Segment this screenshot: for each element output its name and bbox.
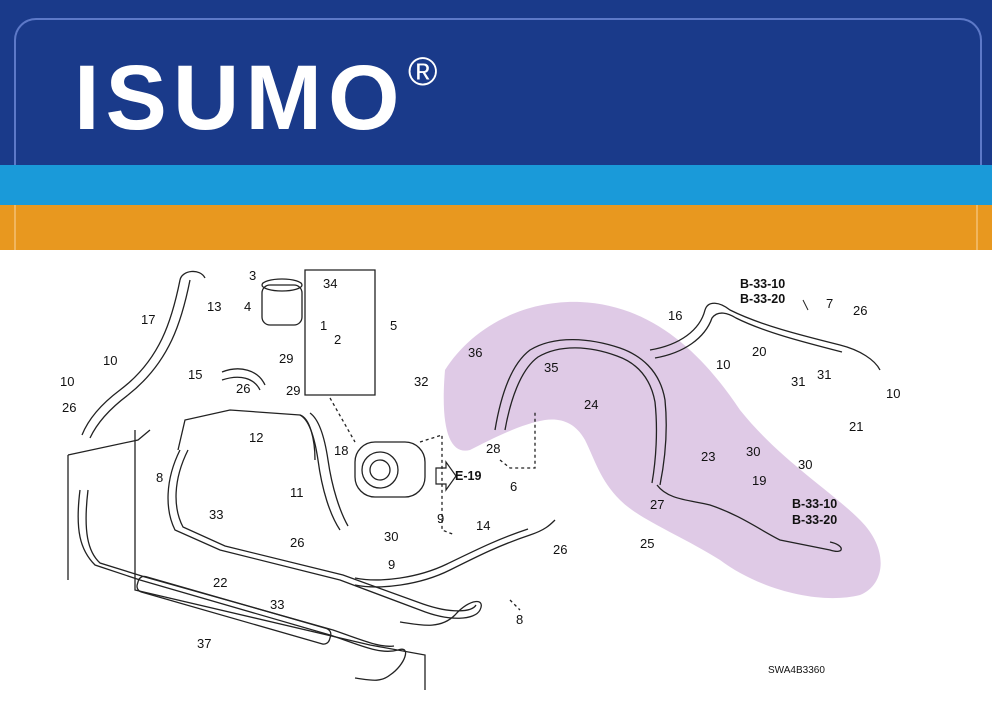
ref-pump: E-19	[455, 469, 481, 483]
callout-4: 4	[244, 299, 251, 314]
parts-diagram: 1 2 3 4 5 6 7 8 8 9 9 10 10 10 10 11 12 …	[60, 268, 900, 690]
callout-3: 3	[249, 268, 256, 283]
callout-33a: 33	[209, 507, 223, 522]
callout-5: 5	[390, 318, 397, 333]
callout-12: 12	[249, 430, 263, 445]
callout-33b: 33	[270, 597, 284, 612]
callout-27: 27	[650, 497, 664, 512]
callout-6: 6	[510, 479, 517, 494]
callout-8b: 8	[516, 612, 523, 627]
callout-24: 24	[584, 397, 598, 412]
callout-10a: 10	[103, 353, 117, 368]
callout-18: 18	[334, 443, 348, 458]
callout-11: 11	[290, 485, 304, 500]
callout-14: 14	[476, 518, 490, 533]
callout-36: 36	[468, 345, 482, 360]
banner-orange-frame	[14, 205, 978, 250]
callout-26d: 26	[553, 542, 567, 557]
callout-26c: 26	[290, 535, 304, 550]
banner-blue-stripe	[0, 165, 992, 205]
callout-10c: 10	[716, 357, 730, 372]
callout-32: 32	[414, 374, 428, 389]
callout-20: 20	[752, 344, 766, 359]
callout-28: 28	[486, 441, 500, 456]
callout-26b: 26	[236, 381, 250, 396]
banner-frame	[14, 18, 982, 180]
callout-30a: 30	[384, 529, 398, 544]
callout-1: 1	[320, 318, 327, 333]
callout-31a: 31	[791, 374, 805, 389]
callout-17: 17	[141, 312, 155, 327]
callout-13: 13	[207, 299, 221, 314]
callout-7: 7	[826, 296, 833, 311]
ref-arrow-top	[802, 299, 809, 311]
highlight-region	[443, 301, 881, 599]
drawing-code: SWA4B3360	[768, 665, 825, 676]
callout-2: 2	[334, 332, 341, 347]
callout-10b: 10	[60, 374, 74, 389]
registered-mark: ®	[408, 50, 438, 94]
callout-9a: 9	[437, 511, 444, 526]
header-banner: ISUMO ®	[0, 0, 992, 250]
callout-23: 23	[701, 449, 715, 464]
callout-35: 35	[544, 360, 558, 375]
callout-22: 22	[213, 575, 227, 590]
callout-30b: 30	[746, 444, 760, 459]
callout-26e: 26	[853, 303, 867, 318]
ref-top-right-b: B-33-20	[740, 292, 785, 306]
hose-lines	[67, 269, 881, 690]
callout-8a: 8	[156, 470, 163, 485]
callout-19: 19	[752, 473, 766, 488]
callout-37: 37	[197, 636, 211, 651]
callout-15: 15	[188, 367, 202, 382]
callout-31b: 31	[817, 367, 831, 382]
callout-9b: 9	[388, 557, 395, 572]
ref-mid-right-a: B-33-10	[792, 497, 837, 511]
banner-orange-stripe	[0, 205, 992, 250]
callout-29b: 29	[286, 383, 300, 398]
callout-30c: 30	[798, 457, 812, 472]
ref-top-right-a: B-33-10	[740, 277, 785, 291]
callout-10d: 10	[886, 386, 900, 401]
callout-34: 34	[323, 276, 337, 291]
callout-29a: 29	[279, 351, 293, 366]
e19-arrow	[435, 460, 457, 492]
ref-mid-right-b: B-33-20	[792, 513, 837, 527]
callout-21: 21	[849, 419, 863, 434]
callout-16: 16	[668, 308, 682, 323]
callout-25: 25	[640, 536, 654, 551]
banner-navy-band	[0, 0, 992, 170]
brand-logo-text: ISUMO	[74, 47, 406, 149]
callout-26a: 26	[62, 400, 76, 415]
